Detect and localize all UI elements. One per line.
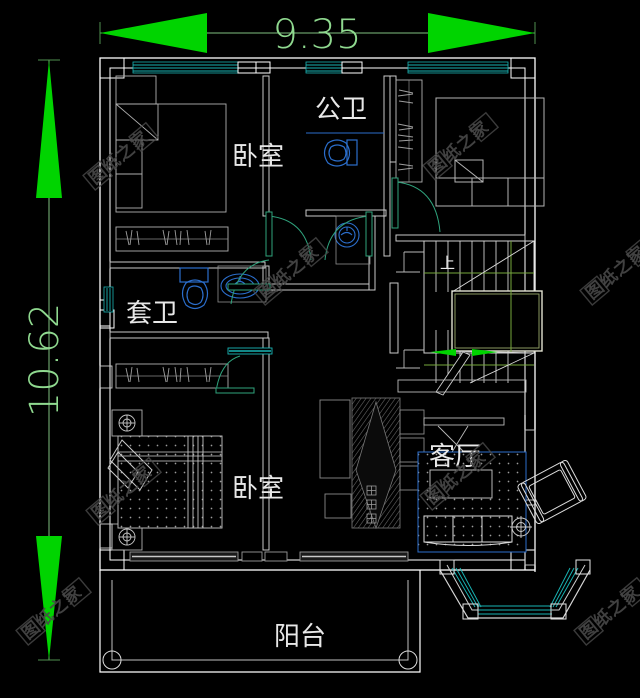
wall-detail-left xyxy=(99,365,113,549)
window-group-top xyxy=(132,61,509,74)
light-fixture-living xyxy=(510,516,532,538)
window-ensuite-left xyxy=(103,286,114,313)
stair-direction-arrows xyxy=(430,349,498,356)
door-bedroom-top-left xyxy=(227,211,312,305)
sideboard xyxy=(319,399,351,479)
room-label-ensuite-bath: 套卫 xyxy=(126,299,178,329)
door-ensuite xyxy=(215,355,255,394)
balcony-structure xyxy=(99,570,421,673)
fixtures-public-bath xyxy=(306,132,384,265)
dimension-arrow-left xyxy=(100,13,207,53)
dimension-arrow-bottom xyxy=(36,536,62,660)
sink-public-bath xyxy=(334,222,360,248)
dimension-left-label: 10.62 xyxy=(22,303,68,418)
interior-walls xyxy=(109,75,526,551)
armchair xyxy=(517,459,587,525)
window-bedroom-top-left xyxy=(132,61,239,74)
stair-up-label: 上 xyxy=(440,254,455,272)
dimension-top: 9.35 xyxy=(99,12,536,58)
table-seat-marks xyxy=(366,485,377,524)
stair-up-marker: 上 xyxy=(396,251,455,273)
room-label-bedroom-top-left: 卧室 xyxy=(232,142,284,172)
dimension-top-label: 9.35 xyxy=(272,12,361,58)
balcony-column-right xyxy=(398,650,418,670)
balcony-column-left xyxy=(102,650,122,670)
wardrobe-bottom-left xyxy=(115,363,229,389)
room-label-balcony: 阳台 xyxy=(274,622,326,652)
window-group-bottom xyxy=(129,551,409,562)
window-bedroom-top-right xyxy=(407,61,509,74)
dimension-arrow-top xyxy=(36,60,62,198)
door-group xyxy=(215,177,441,394)
room-label-bedroom-bottom-left: 卧室 xyxy=(232,474,284,504)
dimension-arrow-right xyxy=(428,13,535,53)
dining-set xyxy=(319,397,425,530)
room-label-public-bath: 公卫 xyxy=(315,95,367,125)
toilet-public-bath xyxy=(323,139,358,167)
tv-console xyxy=(397,379,527,393)
window-public-bath xyxy=(305,61,343,74)
staircase: 上 xyxy=(396,240,543,396)
bed-top-right xyxy=(435,97,545,207)
furniture-bedroom-top-right xyxy=(395,79,545,207)
dining-table xyxy=(351,397,401,530)
tv-panel xyxy=(423,417,505,426)
door-bedroom-top-right xyxy=(391,177,441,233)
wardrobe-top-right xyxy=(395,79,423,183)
dimension-left: 10.62 xyxy=(22,59,68,661)
shower-sill xyxy=(227,347,273,355)
door-public-bath xyxy=(324,211,373,261)
toilet-ensuite xyxy=(179,267,209,310)
